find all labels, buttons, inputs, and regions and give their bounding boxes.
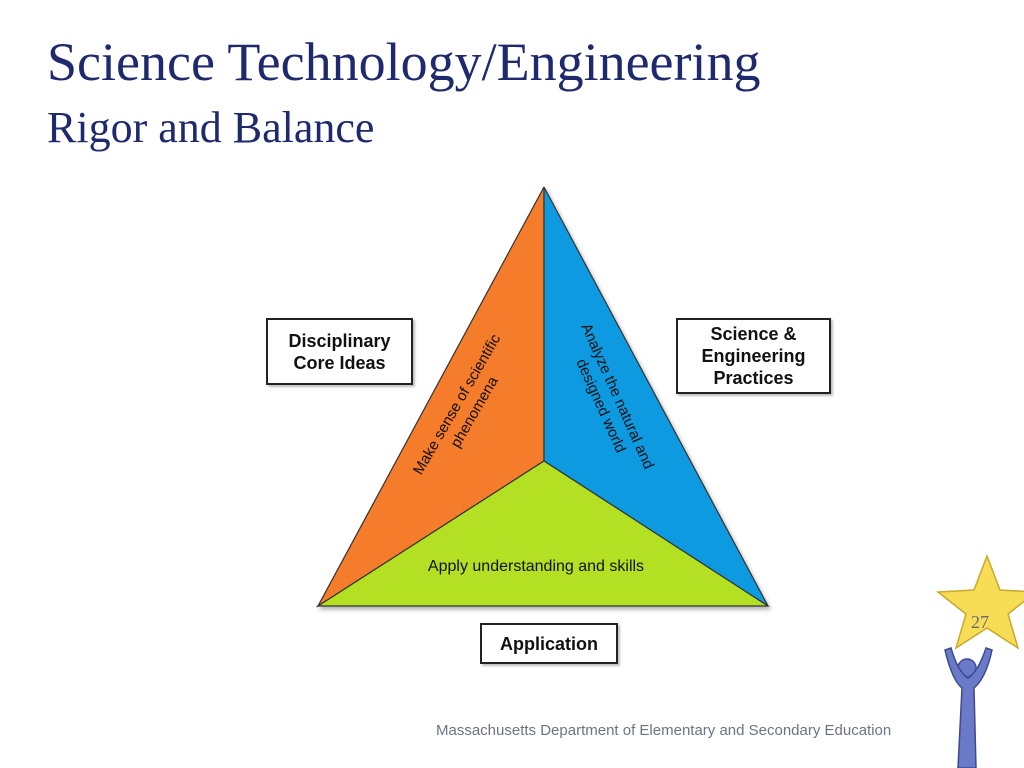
disciplinary-core-ideas-box: Disciplinary Core Ideas	[266, 318, 413, 385]
right-box-line-2: Engineering	[701, 346, 806, 366]
figure-icon	[944, 647, 993, 768]
bottom-face-label: Apply understanding and skills	[428, 558, 644, 575]
slide-footer: Massachusetts Department of Elementary a…	[436, 722, 892, 739]
left-box-line-1: Disciplinary	[288, 330, 391, 351]
left-box-line-2: Core Ideas	[293, 352, 386, 373]
slide-subtitle: Rigor and Balance	[47, 103, 375, 152]
application-box: Application	[480, 623, 618, 664]
right-box-line-3: Practices	[713, 368, 794, 388]
slide-title: Science Technology/Engineering	[47, 32, 761, 92]
star-figure-icon: 27	[935, 553, 1024, 768]
star-icon	[935, 553, 1024, 650]
right-box-line-1: Science &	[710, 324, 797, 344]
page-number: 27	[971, 612, 989, 632]
science-engineering-practices-box: Science & Engineering Practices	[676, 318, 831, 394]
bottom-face-green	[315, 460, 771, 607]
bottom-box-label: Application	[500, 633, 598, 654]
